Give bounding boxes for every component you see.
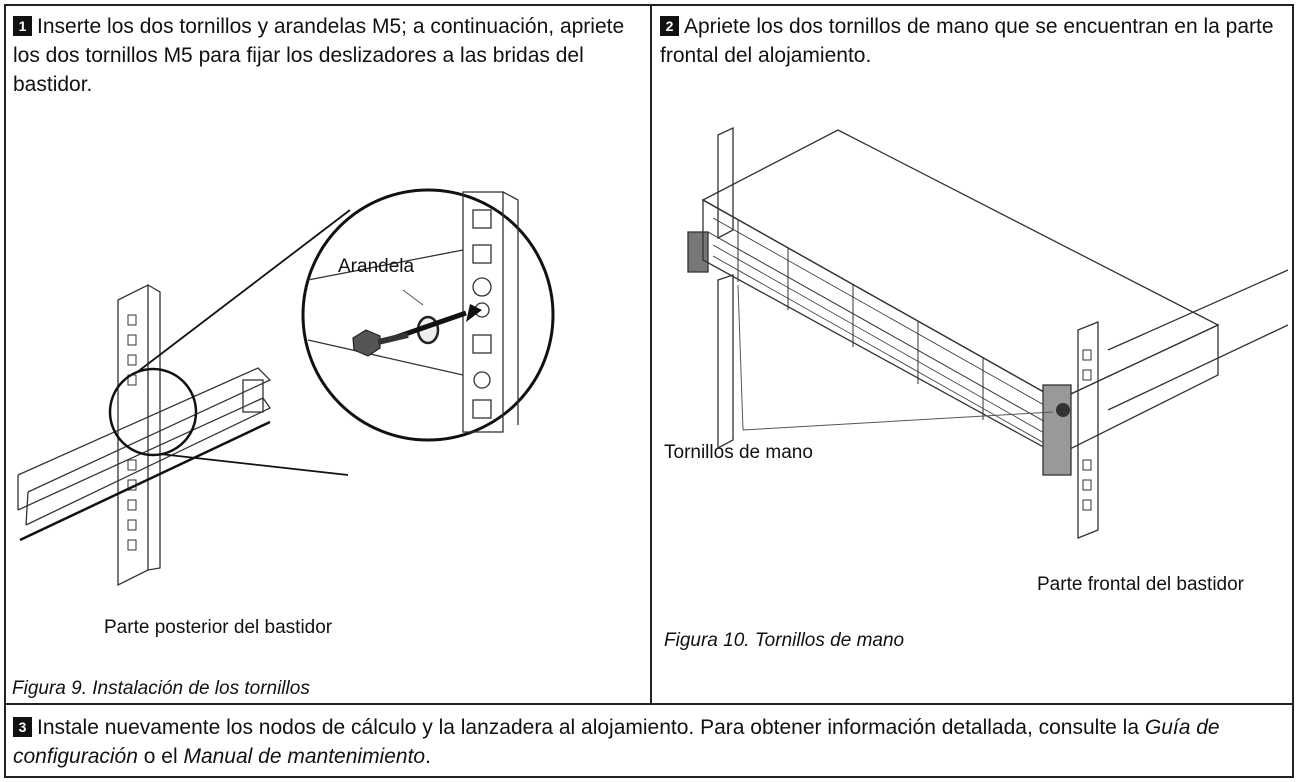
- detail-small-circle: [108, 367, 198, 457]
- label-washer: Arandela: [338, 256, 415, 277]
- step-2-badge: 2: [660, 16, 679, 36]
- step-3-text-end: .: [425, 745, 431, 768]
- column-divider: [650, 4, 652, 704]
- maintenance-manual-title: Manual de mantenimiento: [183, 745, 426, 768]
- step-1-text: Inserte los dos tornillos y arandelas M5…: [13, 15, 625, 96]
- label-rear-rack: Parte posterior del bastidor: [104, 617, 333, 638]
- setup-guide-title: Guía de configuración: [13, 716, 1220, 768]
- chassis-thumbscrew-illustration: [687, 126, 1288, 539]
- figure-10-caption: Figura 10. Tornillos de mano: [664, 630, 905, 651]
- step-3-badge: 3: [13, 717, 32, 737]
- screw-head: [352, 329, 381, 357]
- step-3-text-before: Instale nuevamente los nodos de cálculo …: [37, 716, 1145, 739]
- figure-9-caption: Figura 9. Instalación de los tornillos: [12, 678, 310, 699]
- screw-installation-illustration: [17, 188, 555, 587]
- thumbscrew: [1056, 403, 1070, 417]
- label-thumbscrews: Tornillos de mano: [664, 442, 813, 463]
- document-frame: [4, 4, 1294, 778]
- magnified-detail: [301, 188, 555, 442]
- step-3-text-middle: o el: [137, 745, 184, 768]
- label-front-rack: Parte frontal del bastidor: [1037, 574, 1245, 595]
- rack-post: [117, 283, 161, 587]
- step-2-text: Apriete los dos tornillos de mano que se…: [660, 15, 1274, 67]
- step-1-badge: 1: [13, 16, 32, 36]
- row-divider: [4, 703, 1294, 705]
